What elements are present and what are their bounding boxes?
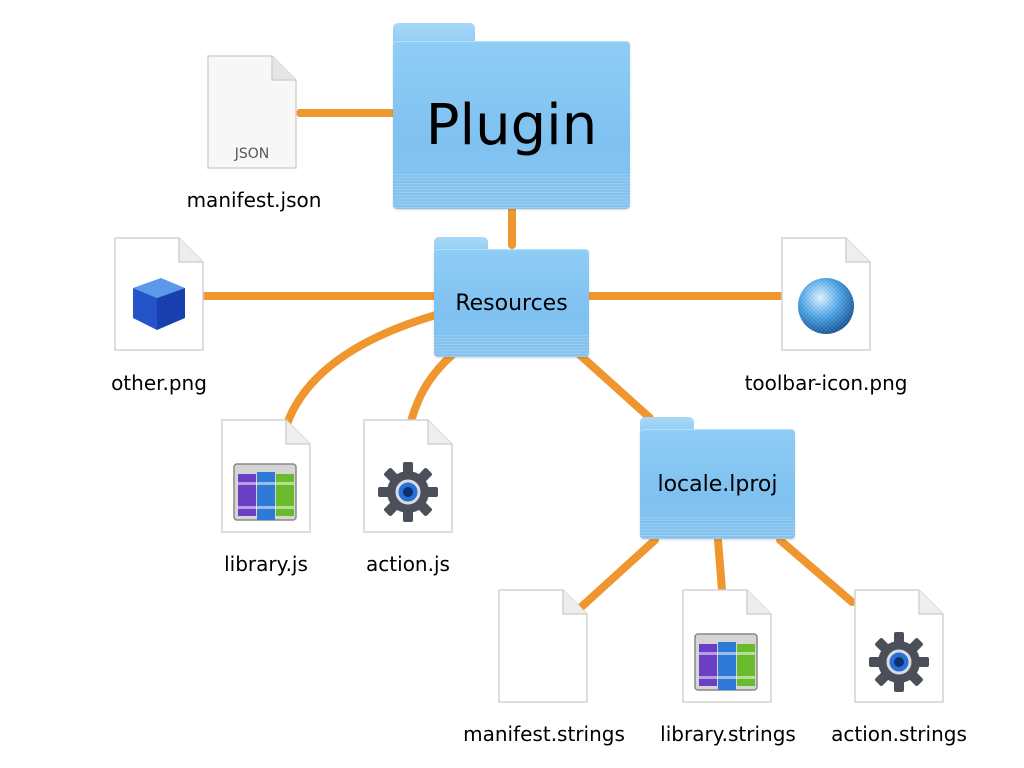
plugin-folder[interactable]: Plugin [393, 23, 630, 209]
other-png-caption: other.png [111, 371, 207, 395]
manifest-json-file[interactable]: JSON [206, 54, 298, 170]
connector-action-strings [776, 536, 856, 606]
connector-library-strings [714, 536, 726, 594]
library-books-icon [694, 633, 758, 691]
file-page [682, 589, 772, 703]
resources-folder-label: Resources [455, 290, 568, 316]
library-strings-file[interactable] [681, 588, 773, 704]
manifest-strings-caption: manifest.strings [463, 722, 625, 746]
connector-action-js [406, 351, 456, 429]
json-badge: JSON [234, 146, 270, 162]
folder-body: Plugin [393, 41, 630, 209]
connector-library-js [281, 311, 440, 434]
file-page [854, 589, 944, 703]
file-page [781, 237, 871, 351]
json-file-icon [207, 55, 297, 169]
gear-icon [378, 462, 438, 522]
toolbar-icon-png-file[interactable] [780, 236, 872, 352]
action-strings-file[interactable] [853, 588, 945, 704]
toolbar-icon-png-caption: toolbar-icon.png [744, 371, 908, 395]
other-png-file[interactable] [113, 236, 205, 352]
resources-folder[interactable]: Resources [434, 237, 589, 357]
locale-folder[interactable]: locale.lproj [640, 417, 795, 539]
gear-icon [869, 632, 929, 692]
library-js-file[interactable] [220, 418, 312, 534]
locale-folder-label: locale.lproj [657, 471, 778, 497]
manifest-json-caption: manifest.json [186, 188, 322, 212]
folder-body: Resources [434, 249, 589, 357]
action-strings-caption: action.strings [831, 722, 967, 746]
folder-body: locale.lproj [640, 429, 795, 539]
blue-cube-icon [133, 278, 185, 330]
file-page [114, 237, 204, 351]
blue-sphere-icon [798, 278, 854, 334]
library-js-caption: library.js [224, 552, 308, 576]
file-page [363, 419, 453, 533]
action-js-caption: action.js [366, 552, 450, 576]
action-js-file[interactable] [362, 418, 454, 534]
blank-file-icon [498, 589, 588, 703]
library-strings-caption: library.strings [660, 722, 796, 746]
file-page [221, 419, 311, 533]
plugin-folder-label: Plugin [425, 92, 598, 158]
connector-manifest-strings [574, 536, 659, 614]
manifest-strings-file[interactable] [497, 588, 589, 704]
library-books-icon [233, 463, 297, 521]
connector-locale [576, 351, 654, 422]
